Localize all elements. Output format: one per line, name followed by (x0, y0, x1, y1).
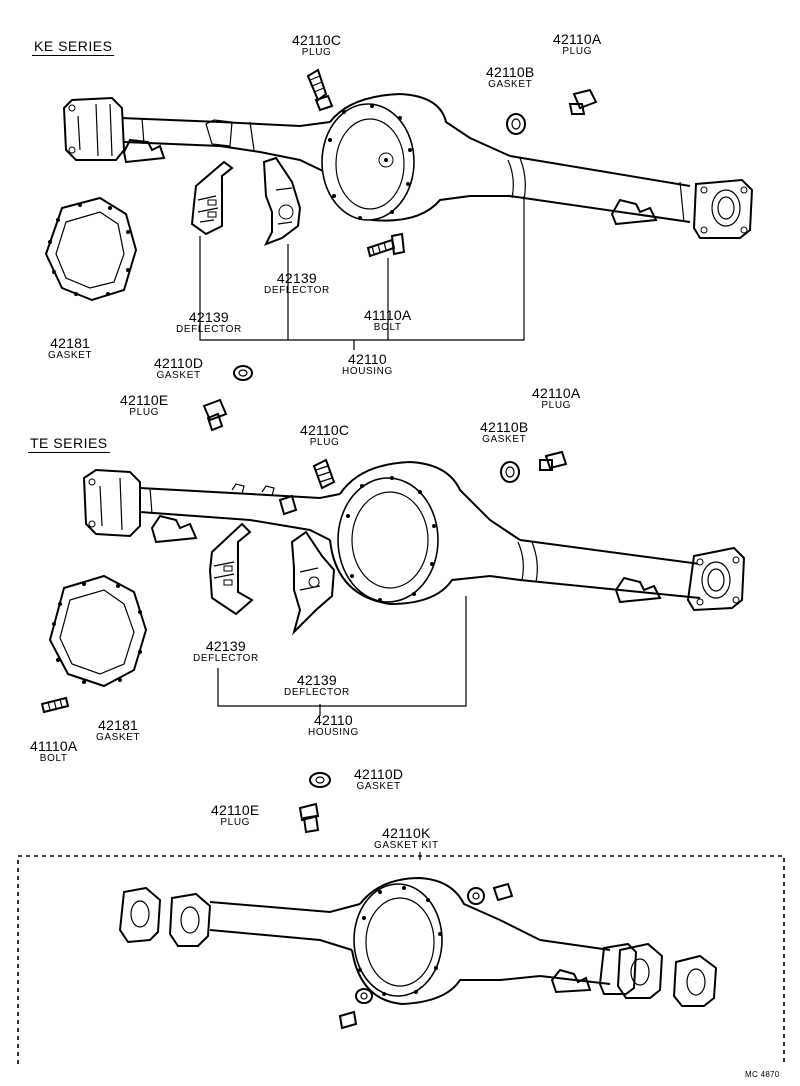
kit-small-parts (338, 882, 514, 1030)
ke-gasket-b-part (506, 113, 526, 135)
te-plug-e-part (298, 802, 320, 834)
ke-plug-a-part (568, 88, 598, 115)
ke-gasket-d-part (233, 365, 253, 381)
te-plug-a-part (539, 450, 568, 471)
te-series-title: TE SERIES (28, 435, 110, 453)
te-plug-c-part (312, 458, 336, 490)
te-gasket-d-part (309, 772, 331, 788)
te-deflector-left (208, 522, 254, 616)
te-axle-housing (82, 460, 746, 612)
ke-gasket-181-part (44, 196, 138, 302)
drawing-code: MC 4870 (745, 1070, 780, 1079)
ke-leader-lines (199, 196, 525, 350)
ke-series-title: KE SERIES (32, 38, 115, 56)
ke-axle-housing (62, 92, 754, 239)
ke-bolt-part (366, 232, 406, 258)
ke-plug-e-part (202, 398, 228, 432)
ke-deflector-right (262, 156, 302, 246)
ke-deflector-left (190, 160, 234, 236)
te-bolt-part (40, 696, 70, 714)
te-gasket-b-part (500, 461, 520, 483)
ke-plug-c-part (306, 68, 334, 112)
te-leader-lines (217, 596, 467, 716)
te-deflector-right (290, 530, 336, 636)
kit-axle-housing (118, 876, 718, 1007)
te-gasket-181-part (48, 574, 148, 688)
kit-dashed-frame (17, 852, 785, 1064)
